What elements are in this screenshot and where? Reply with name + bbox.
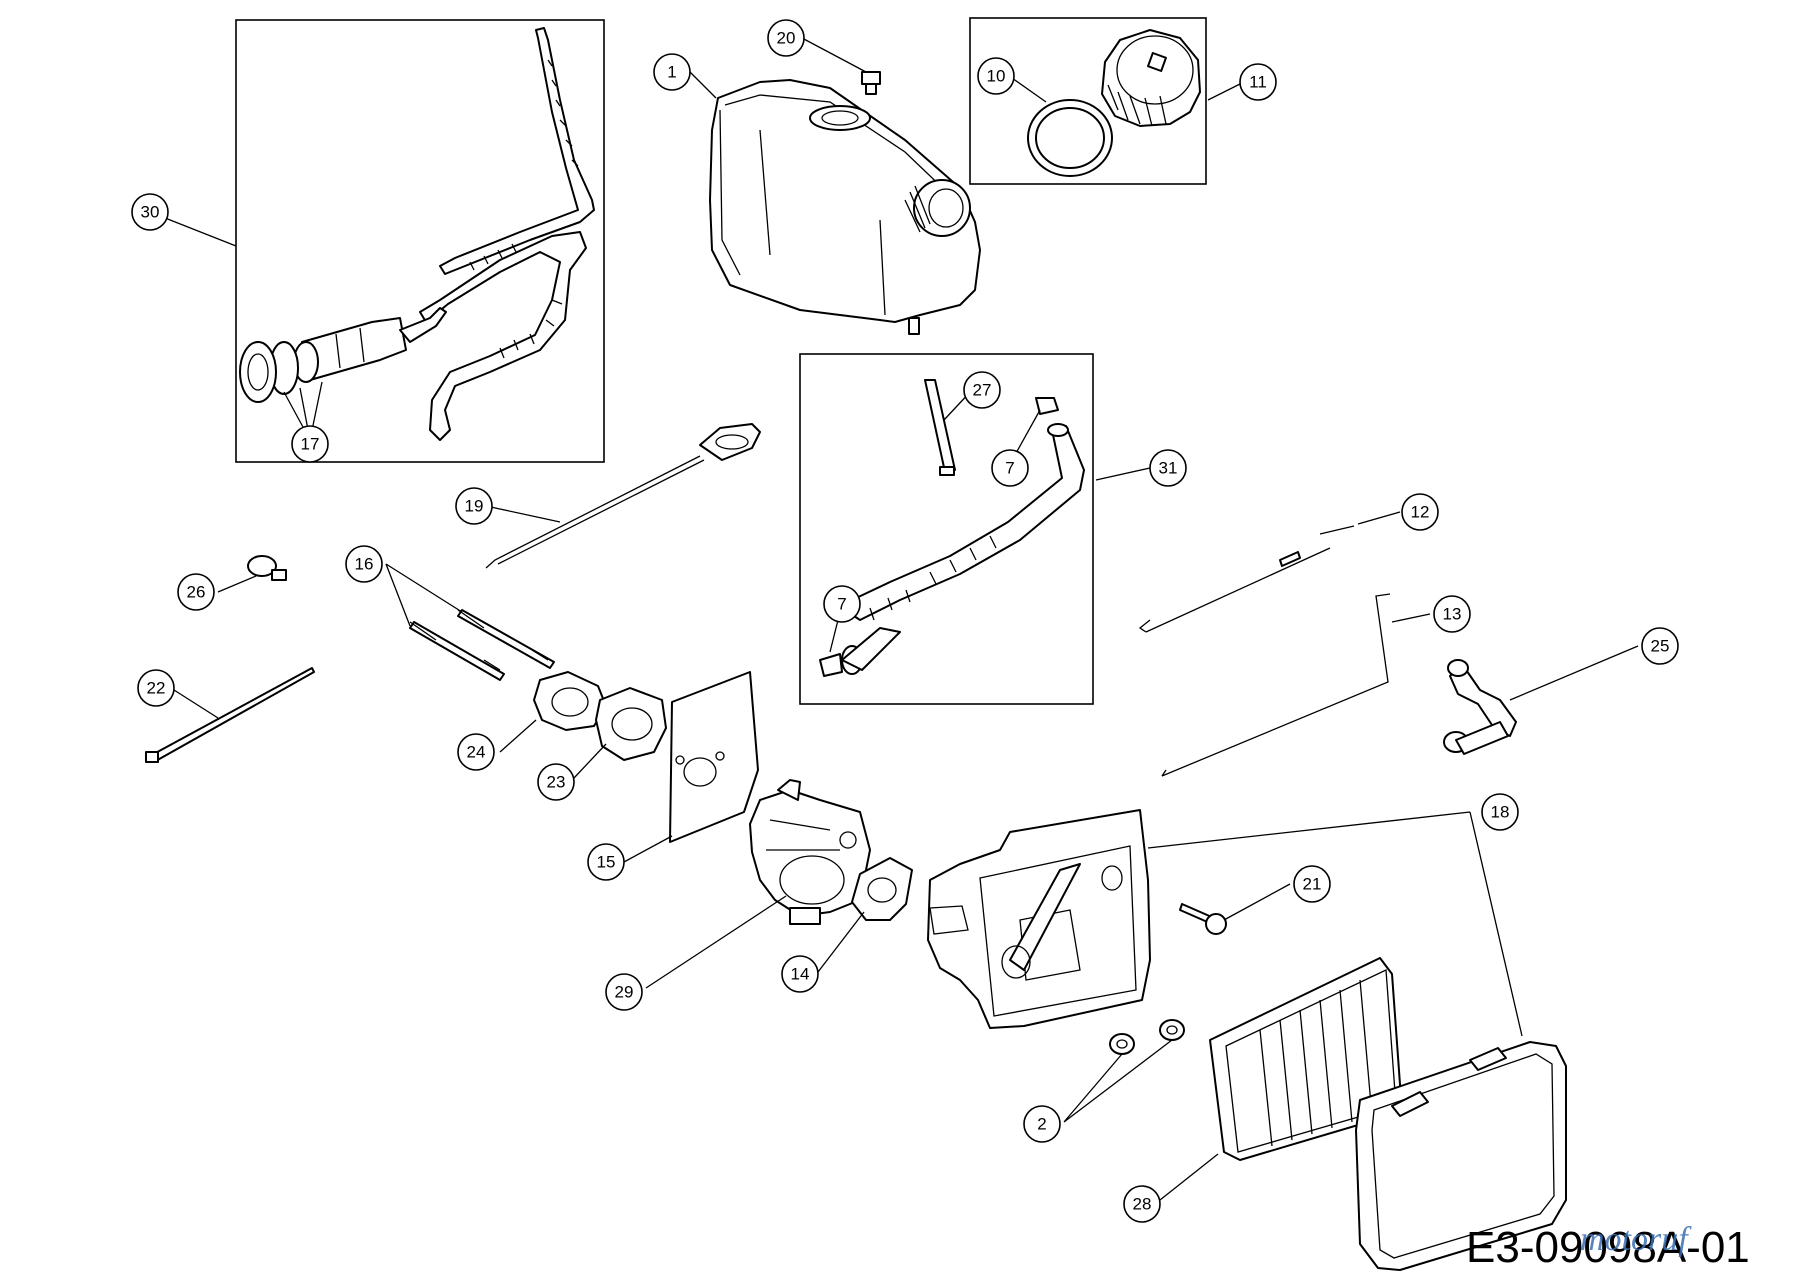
drawing-id: E3-09098A-01 [1466, 1223, 1750, 1272]
intake-gasket [533, 671, 607, 731]
callout-7-top: 7 [991, 449, 1029, 487]
callout-10: 10 [977, 57, 1015, 95]
callout-21: 21 [1293, 865, 1331, 903]
svg-text:7: 7 [837, 595, 846, 614]
callout-12: 12 [1401, 493, 1439, 531]
callout-19: 19 [455, 487, 493, 525]
callout-13: 13 [1433, 595, 1471, 633]
callout-28: 28 [1123, 1185, 1161, 1223]
svg-text:30: 30 [141, 203, 160, 222]
callout-7-bottom: 7 [823, 585, 861, 623]
callout-23: 23 [537, 763, 575, 801]
governor-rod [1161, 593, 1391, 777]
svg-text:20: 20 [777, 29, 796, 48]
air-filter-base [927, 809, 1151, 1029]
svg-text:19: 19 [465, 497, 484, 516]
dipstick [485, 423, 761, 569]
group-box-tank-cap [969, 17, 1207, 185]
nuts [1109, 1019, 1185, 1055]
callout-25: 25 [1641, 627, 1679, 665]
callout-16: 16 [345, 545, 383, 583]
svg-text:18: 18 [1491, 803, 1510, 822]
intake-spacer [595, 687, 667, 761]
svg-text:31: 31 [1159, 459, 1178, 478]
callout-18: 18 [1481, 793, 1519, 831]
callout-17: 17 [291, 425, 329, 463]
tank-cap-gasket [1027, 99, 1113, 177]
svg-text:17: 17 [301, 435, 320, 454]
callout-22: 22 [137, 669, 175, 707]
breather-hose [1443, 659, 1517, 755]
throttle-link [1138, 525, 1355, 633]
svg-text:11: 11 [1249, 73, 1267, 92]
callout-30: 30 [131, 193, 169, 231]
callout-20: 20 [767, 19, 805, 57]
callout-26: 26 [177, 573, 215, 611]
svg-text:23: 23 [547, 773, 566, 792]
svg-text:10: 10 [987, 67, 1006, 86]
svg-text:25: 25 [1651, 637, 1670, 656]
heat-shield [669, 671, 759, 843]
air-filter-bolt [1179, 903, 1227, 935]
svg-text:22: 22 [147, 679, 166, 698]
svg-text:24: 24 [467, 743, 486, 762]
svg-text:21: 21 [1303, 875, 1322, 894]
svg-text:29: 29 [615, 983, 634, 1002]
callout-2: 2 [1023, 1105, 1061, 1143]
fuel-hose-assembly [819, 379, 1085, 677]
svg-text:14: 14 [791, 965, 810, 984]
callout-14: 14 [781, 955, 819, 993]
fuel-tank [709, 79, 981, 335]
callout-15: 15 [587, 843, 625, 881]
tank-cap [1101, 29, 1201, 127]
air-filter-cover [1355, 1041, 1567, 1271]
callout-24: 24 [457, 733, 495, 771]
callout-27: 27 [963, 371, 1001, 409]
svg-text:1: 1 [667, 63, 676, 82]
cable-tie [145, 667, 315, 763]
group-box-fuel-filter [235, 19, 605, 463]
svg-text:28: 28 [1133, 1195, 1152, 1214]
svg-text:13: 13 [1443, 605, 1462, 624]
svg-text:15: 15 [597, 853, 616, 872]
svg-text:7: 7 [1005, 459, 1014, 478]
svg-text:26: 26 [187, 583, 206, 602]
group-box-fuel-hose [799, 353, 1094, 705]
svg-text:16: 16 [355, 555, 374, 574]
callout-1: 1 [653, 53, 691, 91]
svg-text:2: 2 [1037, 1115, 1046, 1134]
hose-clamp [247, 555, 287, 581]
watermark: motoruf [1580, 1221, 1692, 1258]
svg-text:12: 12 [1411, 503, 1430, 522]
callout-11: 11 [1239, 63, 1277, 101]
carb-gasket [851, 857, 913, 921]
studs [409, 609, 555, 681]
callout-29: 29 [605, 973, 643, 1011]
carburetor [749, 779, 871, 925]
fuel-filter-hose-assembly [239, 27, 595, 441]
svg-text:27: 27 [973, 381, 992, 400]
tank-fitting [861, 71, 881, 95]
callout-31: 31 [1149, 449, 1187, 487]
